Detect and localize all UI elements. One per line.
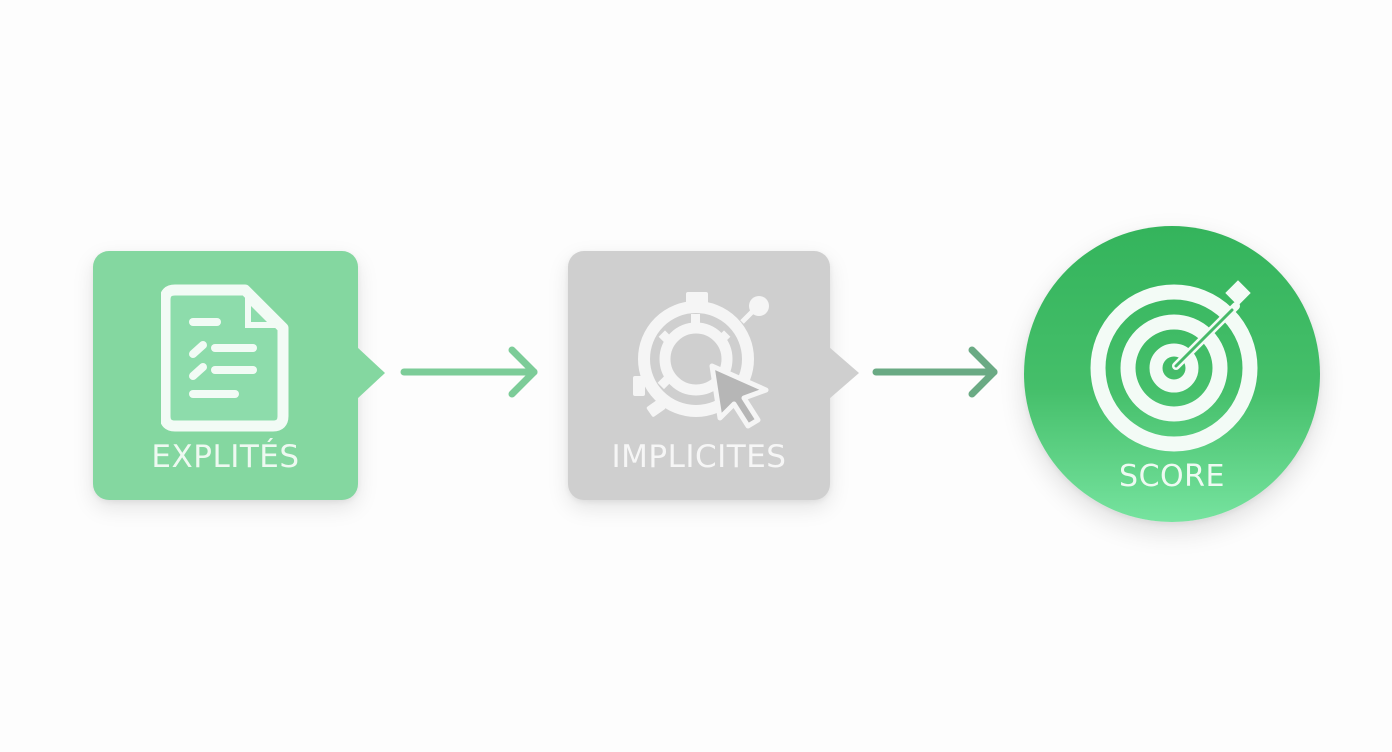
node-implicit-pointer <box>829 347 859 399</box>
arrow-right-icon <box>872 346 998 398</box>
target-cursor-click-icon <box>633 292 769 429</box>
node-score: SCORE <box>1024 226 1320 522</box>
node-explicit-label: EXPLITÉS <box>151 439 300 475</box>
bullseye-dart-icon <box>1090 280 1258 452</box>
node-score-label: SCORE <box>1119 459 1225 494</box>
node-implicit: IMPLICITES <box>568 251 868 501</box>
node-implicit-label: IMPLICITES <box>611 439 787 475</box>
arrow-right-icon <box>400 346 538 398</box>
node-explicit: EXPLITÉS <box>93 251 393 501</box>
node-score-circle <box>1024 226 1320 522</box>
document-checklist-icon <box>161 284 289 432</box>
node-explicit-pointer <box>357 347 385 399</box>
